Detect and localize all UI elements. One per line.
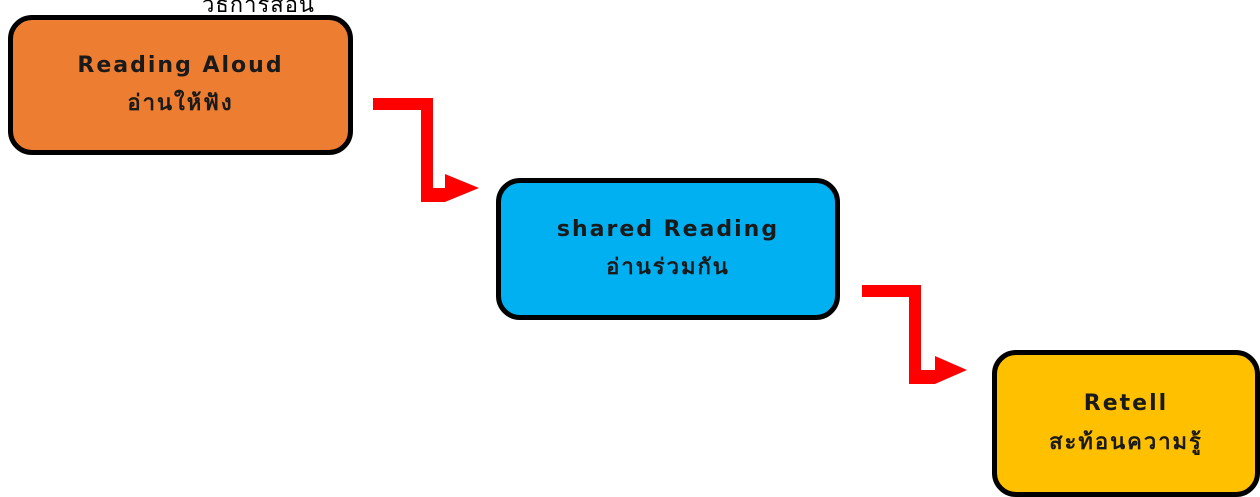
arrow-2-elbow xyxy=(862,285,921,370)
top-label: วิธีการสอน xyxy=(202,0,315,18)
step-shared-reading: shared Reading อ่านร่วมกัน xyxy=(496,178,840,320)
step-reading-aloud: Reading Aloud อ่านให้ฟัง xyxy=(8,15,353,155)
arrow-step1-to-step2 xyxy=(373,98,479,202)
step-retell: Retell สะท้อนความรู้ xyxy=(992,350,1260,497)
step-subtitle: อ่านให้ฟัง xyxy=(127,91,234,116)
arrow-1-head xyxy=(421,174,479,202)
step-title: Retell xyxy=(1083,391,1169,416)
arrow-step2-to-step3 xyxy=(862,285,967,384)
step-subtitle: อ่านร่วมกัน xyxy=(606,255,730,280)
step-title: shared Reading xyxy=(556,216,780,242)
arrow-1-elbow xyxy=(373,98,433,188)
step-title: Reading Aloud xyxy=(77,52,284,78)
step-subtitle: สะท้อนความรู้ xyxy=(1049,429,1203,455)
arrow-2-head xyxy=(909,356,967,384)
